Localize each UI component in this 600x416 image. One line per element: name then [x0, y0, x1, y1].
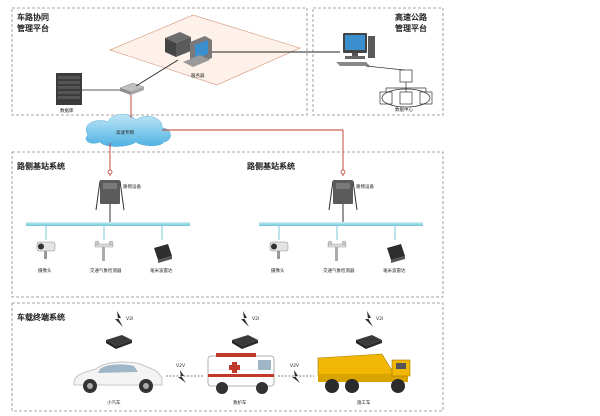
- roadside2-sensor-weather: 交通气象检测器: [323, 267, 355, 274]
- roadside2-weather-icon: [327, 240, 347, 261]
- platform-section: 车路协同 管理平台 服务器 数据库: [11, 7, 308, 116]
- vehicle2-v2i: V2I: [232, 311, 259, 349]
- roadside-border: [11, 151, 444, 298]
- network-label: 高速专网: [116, 129, 134, 136]
- highway-platform-section: 高速公路 管理平台 数据中心: [312, 7, 444, 116]
- lightning-icon: [115, 311, 123, 327]
- truck-icon: [317, 353, 411, 393]
- roadside-system-2: 路侧基站系统 路侧设备 摄像头 交通气象检测器: [247, 161, 423, 274]
- vehicle-title: 车载终端系统: [17, 312, 65, 322]
- roadside1-device-icon: [95, 180, 125, 222]
- v2v-link-2: V2V: [278, 363, 314, 383]
- lightning-icon: [292, 370, 300, 383]
- workstation-datacenter-link: [365, 65, 405, 71]
- roadside2-link-node: [340, 169, 346, 175]
- highway-platform-title-line1: 高速公路: [395, 12, 428, 22]
- car-icon: [73, 361, 163, 393]
- roadside2-device-icon: [328, 180, 358, 222]
- database-icon: [56, 73, 82, 105]
- roadside2-radar-icon: [387, 244, 405, 263]
- roadside1-device-label: 路侧设备: [123, 183, 141, 190]
- roadside1-title: 路侧基站系统: [17, 161, 65, 171]
- switch-server-link: [135, 59, 179, 87]
- roadside2-sensor-radar: 毫米波雷达: [383, 267, 406, 274]
- server-label: 服务器: [191, 72, 205, 79]
- vehicle1-v2i: V2I: [106, 311, 133, 349]
- vehicle3-v2i: V2I: [356, 311, 383, 349]
- roadside1-sensor-camera: 摄像头: [38, 267, 52, 274]
- vehicle-system: 车载终端系统 V2I V2I V2I: [11, 302, 444, 412]
- highway-platform-title-line2: 管理平台: [395, 23, 427, 33]
- data-center-label: 数据中心: [395, 106, 413, 113]
- roadside2-sensor-camera: 摄像头: [271, 267, 285, 274]
- network-links: [107, 95, 346, 176]
- roadside2-camera-icon: [269, 241, 289, 259]
- roadside1-sensor-radar: 毫米波雷达: [150, 267, 173, 274]
- vehicle-truck-label: 施工车: [357, 399, 371, 406]
- roadside1-link-node: [107, 169, 113, 175]
- workstation-icon: [336, 33, 375, 66]
- vehicle1-v2i-label: V2I: [126, 316, 133, 322]
- platform-title-line1: 车路协同: [17, 12, 49, 22]
- lightning-icon: [365, 311, 373, 327]
- lightning-icon: [241, 311, 249, 327]
- highway-platform-border: [312, 7, 444, 116]
- v2v-link-1: V2V: [166, 363, 204, 383]
- ambulance-icon: [207, 353, 275, 394]
- roadside1-weather-icon: [94, 240, 114, 261]
- roadside2-title: 路侧基站系统: [247, 161, 295, 171]
- v2v-label-2: V2V: [290, 363, 300, 369]
- roadside1-camera-icon: [36, 241, 56, 259]
- lightning-icon: [178, 370, 186, 383]
- database-label: 数据库: [60, 107, 74, 114]
- data-center-icon: [379, 69, 433, 108]
- roadside1-bus: [26, 222, 190, 226]
- roadside1-radar-icon: [154, 244, 172, 263]
- vehicle2-v2i-label: V2I: [252, 316, 259, 322]
- vehicle-border: [11, 302, 444, 412]
- vehicle-ambulance-label: 救护车: [233, 399, 247, 406]
- switch-icon: [119, 82, 145, 95]
- platform-border: [11, 7, 308, 116]
- server-icon: [165, 32, 212, 67]
- roadside2-bus: [259, 222, 423, 226]
- v2v-label-1: V2V: [176, 363, 186, 369]
- network-cloud: 高速专网: [85, 114, 171, 147]
- vehicle3-v2i-label: V2I: [376, 316, 383, 322]
- roadside-system-1: 路侧基站系统 路侧设备 摄像头 交通气象检测器: [17, 161, 190, 274]
- platform-title-line2: 管理平台: [17, 23, 49, 33]
- roadside2-device-label: 路侧设备: [356, 183, 374, 190]
- roadside1-sensor-weather: 交通气象检测器: [90, 267, 122, 274]
- vehicle-car-label: 小汽车: [107, 399, 121, 406]
